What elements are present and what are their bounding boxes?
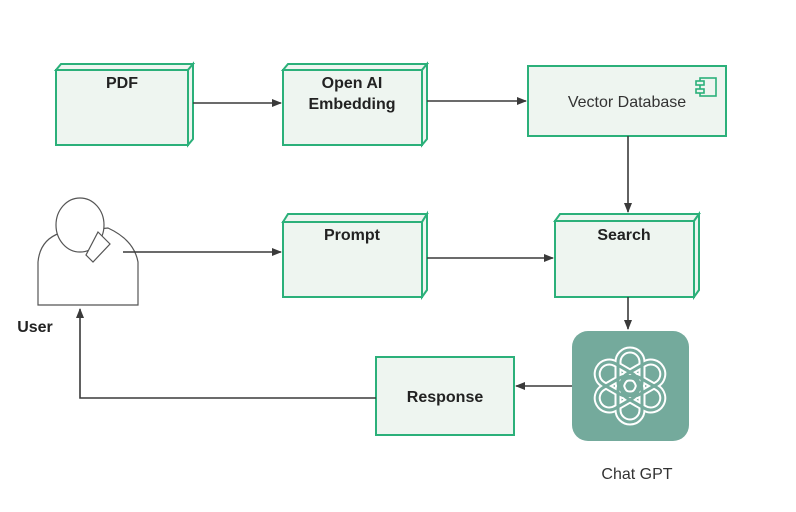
embedding-label-line1: Open AI [322, 75, 383, 92]
user-actor[interactable]: User [17, 197, 139, 336]
chatgpt-caption: Chat GPT [601, 466, 672, 483]
embedding-node[interactable]: Open AI Embedding [280, 61, 430, 148]
response-node[interactable]: Response [375, 356, 515, 436]
openai-logo-icon [593, 346, 667, 426]
pdf-label: PDF [106, 75, 138, 92]
pdf-node[interactable]: PDF [53, 61, 196, 148]
embedding-label-line2: Embedding [308, 96, 395, 113]
response-label: Response [407, 389, 484, 406]
arrow-response-to-user [76, 308, 376, 399]
user-label: User [17, 319, 53, 336]
user-actor-icon [37, 197, 139, 306]
vector-database-node[interactable]: Vector Database [527, 65, 727, 137]
prompt-label: Prompt [324, 227, 381, 244]
search-label: Search [597, 227, 650, 244]
search-node[interactable]: Search [553, 210, 701, 301]
vector-database-label: Vector Database [568, 94, 686, 111]
connectors [76, 97, 632, 399]
component-icon [695, 77, 717, 97]
prompt-node[interactable]: Prompt [281, 210, 429, 301]
chatgpt-node[interactable]: Chat GPT [572, 331, 689, 483]
